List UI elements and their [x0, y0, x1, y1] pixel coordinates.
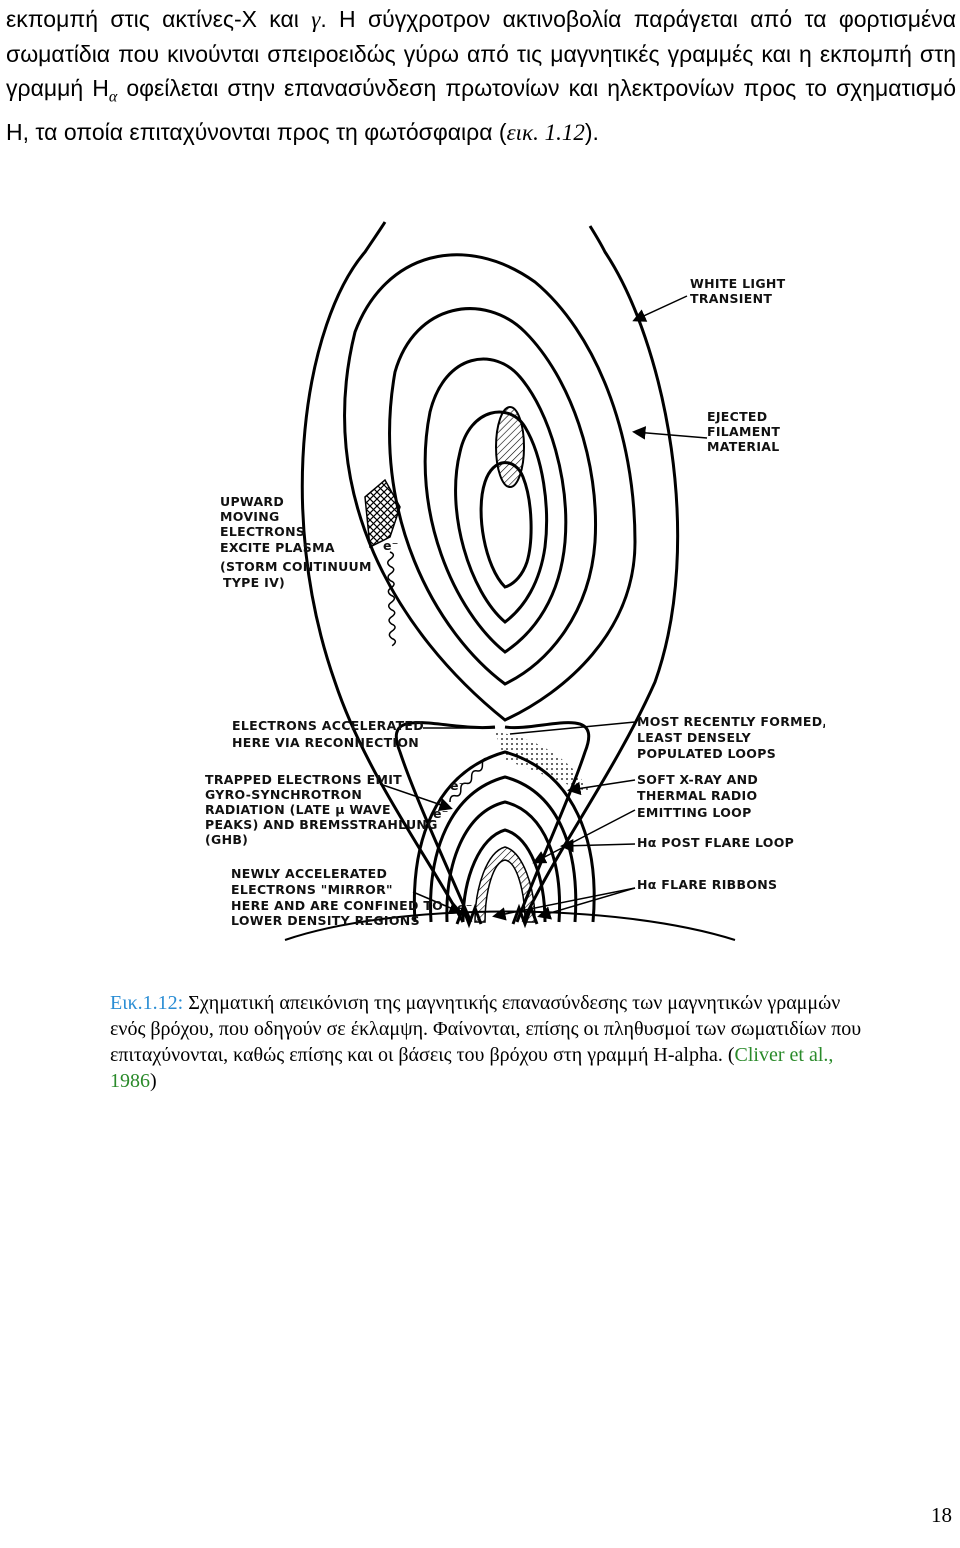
- svg-text:HERE VIA RECONNECTION: HERE VIA RECONNECTION: [232, 735, 419, 750]
- caption-label: Εικ.1.12:: [110, 992, 184, 1014]
- label-upward-electrons: UPWARD MOVING ELECTRONS EXCITE PLASMA (S…: [220, 494, 372, 590]
- alpha-subscript: α: [108, 88, 118, 106]
- svg-text:TYPE IV): TYPE IV): [223, 575, 285, 590]
- svg-text:Hα POST FLARE LOOP: Hα POST FLARE LOOP: [637, 835, 794, 850]
- leader-line: [560, 838, 636, 853]
- gamma-symbol: γ: [311, 7, 321, 32]
- svg-text:LEAST DENSELY: LEAST DENSELY: [637, 730, 752, 745]
- plasmoid-loop: [343, 253, 637, 722]
- svg-text:MATERIAL: MATERIAL: [707, 439, 780, 454]
- figure-caption: Εικ.1.12: Σχηματική απεικόνιση της μαγνη…: [110, 990, 870, 1094]
- label-post-flare-loop: Hα POST FLARE LOOP: [637, 835, 794, 850]
- svg-text:EXCITE PLASMA: EXCITE PLASMA: [220, 540, 335, 555]
- svg-text:MOVING: MOVING: [220, 509, 280, 524]
- storm-continuum-region: [364, 478, 401, 549]
- svg-text:HERE AND ARE CONFINED TO: HERE AND ARE CONFINED TO: [231, 898, 443, 913]
- diagram-svg: e⁻ e⁻ e⁻ e⁻ WHITE LIGHT TRANSIENT: [205, 221, 825, 941]
- leader-line: [412, 891, 463, 915]
- ejected-filament: [495, 406, 525, 488]
- paragraph-text: ).: [584, 118, 599, 145]
- svg-text:THERMAL RADIO: THERMAL RADIO: [637, 788, 757, 803]
- svg-text:ELECTRONS ACCELERATED: ELECTRONS ACCELERATED: [232, 718, 424, 733]
- caption-end: ): [150, 1070, 157, 1092]
- leader-line: [379, 783, 453, 811]
- leader-line: [632, 426, 708, 440]
- body-paragraph: εκπομπή στις ακτίνες-X και γ. Η σύγχροτρ…: [6, 2, 956, 150]
- svg-text:ELECTRONS: ELECTRONS: [220, 524, 305, 539]
- plasmoid-loop: [388, 307, 598, 686]
- svg-text:UPWARD: UPWARD: [220, 494, 284, 509]
- svg-text:(STORM CONTINUUM: (STORM CONTINUUM: [220, 559, 372, 574]
- svg-text:ELECTRONS "MIRROR": ELECTRONS "MIRROR": [231, 882, 393, 897]
- leader-line: [532, 809, 636, 864]
- postflare-loop: [445, 800, 562, 923]
- svg-text:POPULATED LOOPS: POPULATED LOOPS: [637, 746, 776, 761]
- gyrating-electron-path: [449, 757, 488, 803]
- leader-line: [492, 887, 636, 921]
- caption-text: Σχηματική απεικόνιση της μαγνητικής επαν…: [110, 992, 862, 1066]
- svg-text:(GHB): (GHB): [205, 832, 248, 847]
- postflare-loop: [429, 775, 578, 923]
- svg-text:WHITE LIGHT: WHITE LIGHT: [690, 276, 786, 291]
- label-newly-accelerated: NEWLY ACCELERATED ELECTRONS "MIRROR" HER…: [231, 866, 443, 928]
- svg-text:SOFT X-RAY AND: SOFT X-RAY AND: [637, 772, 758, 787]
- label-white-light-transient: WHITE LIGHT TRANSIENT: [690, 276, 786, 306]
- leader-line: [567, 779, 636, 796]
- svg-text:TRAPPED ELECTRONS EMIT: TRAPPED ELECTRONS EMIT: [205, 772, 402, 787]
- postflare-loop: [461, 828, 547, 923]
- label-flare-ribbons: Hα FLARE RIBBONS: [637, 877, 777, 892]
- gyrating-electron-path: [387, 551, 397, 647]
- label-electrons-accelerated: ELECTRONS ACCELERATED HERE VIA RECONNECT…: [232, 718, 424, 750]
- svg-text:GYRO-SYNCHROTRON: GYRO-SYNCHROTRON: [205, 787, 362, 802]
- svg-text:Hα FLARE RIBBONS: Hα FLARE RIBBONS: [637, 877, 777, 892]
- leader-line: [537, 887, 636, 920]
- svg-text:EMITTING LOOP: EMITTING LOOP: [637, 805, 752, 820]
- caption-citation: Cliver et al., 1986: [110, 1044, 834, 1092]
- label-soft-xray-loop: SOFT X-RAY AND THERMAL RADIO EMITTING LO…: [637, 772, 758, 820]
- svg-text:LOWER DENSITY REGIONS: LOWER DENSITY REGIONS: [231, 913, 420, 928]
- paragraph-text: . Η σύγχροτρον ακτινοβολία παράγεται από…: [6, 6, 957, 101]
- label-ejected-filament: EJECTED FILAMENT MATERIAL: [707, 409, 780, 454]
- label-trapped-electrons: TRAPPED ELECTRONS EMIT GYRO-SYNCHROTRON …: [205, 772, 438, 847]
- svg-text:RADIATION (LATE μ WAVE: RADIATION (LATE μ WAVE: [205, 802, 391, 817]
- reconnection-dotted-region: [495, 732, 590, 792]
- page-number: 18: [931, 1503, 952, 1527]
- svg-text:EJECTED: EJECTED: [707, 409, 767, 424]
- figure-reference: εικ. 1.12: [506, 119, 585, 145]
- paragraph-text: εκπομπή στις ακτίνες-X και: [6, 6, 312, 32]
- svg-text:FILAMENT: FILAMENT: [707, 424, 780, 439]
- flare-ribbon-footpoint: [511, 903, 539, 929]
- svg-text:NEWLY ACCELERATED: NEWLY ACCELERATED: [231, 866, 387, 881]
- open-field-line: [504, 721, 591, 923]
- svg-text:PEAKS) AND BREMSSTRAHLUNG: PEAKS) AND BREMSSTRAHLUNG: [205, 817, 438, 832]
- label-most-recent-loops: MOST RECENTLY FORMED, LEAST DENSELY POPU…: [637, 714, 825, 761]
- plasmoid-loop: [423, 357, 568, 654]
- plasmoid-loop: [454, 410, 549, 624]
- electron-symbol: e⁻: [450, 778, 466, 793]
- open-field-line: [300, 221, 465, 923]
- flare-loop-diagram: e⁻ e⁻ e⁻ e⁻ WHITE LIGHT TRANSIENT: [195, 212, 825, 942]
- leader-line: [509, 721, 636, 735]
- plasmoid-loop: [479, 461, 533, 589]
- svg-text:MOST RECENTLY FORMED,: MOST RECENTLY FORMED,: [637, 714, 825, 729]
- electron-symbol: e⁻: [383, 538, 399, 553]
- open-field-line: [394, 721, 496, 923]
- svg-text:TRANSIENT: TRANSIENT: [690, 291, 772, 306]
- field-lines: [300, 221, 680, 923]
- paragraph-text: οφείλεται στην επανασύνδεση πρωτονίων κα…: [6, 75, 956, 145]
- leader-line: [632, 295, 688, 322]
